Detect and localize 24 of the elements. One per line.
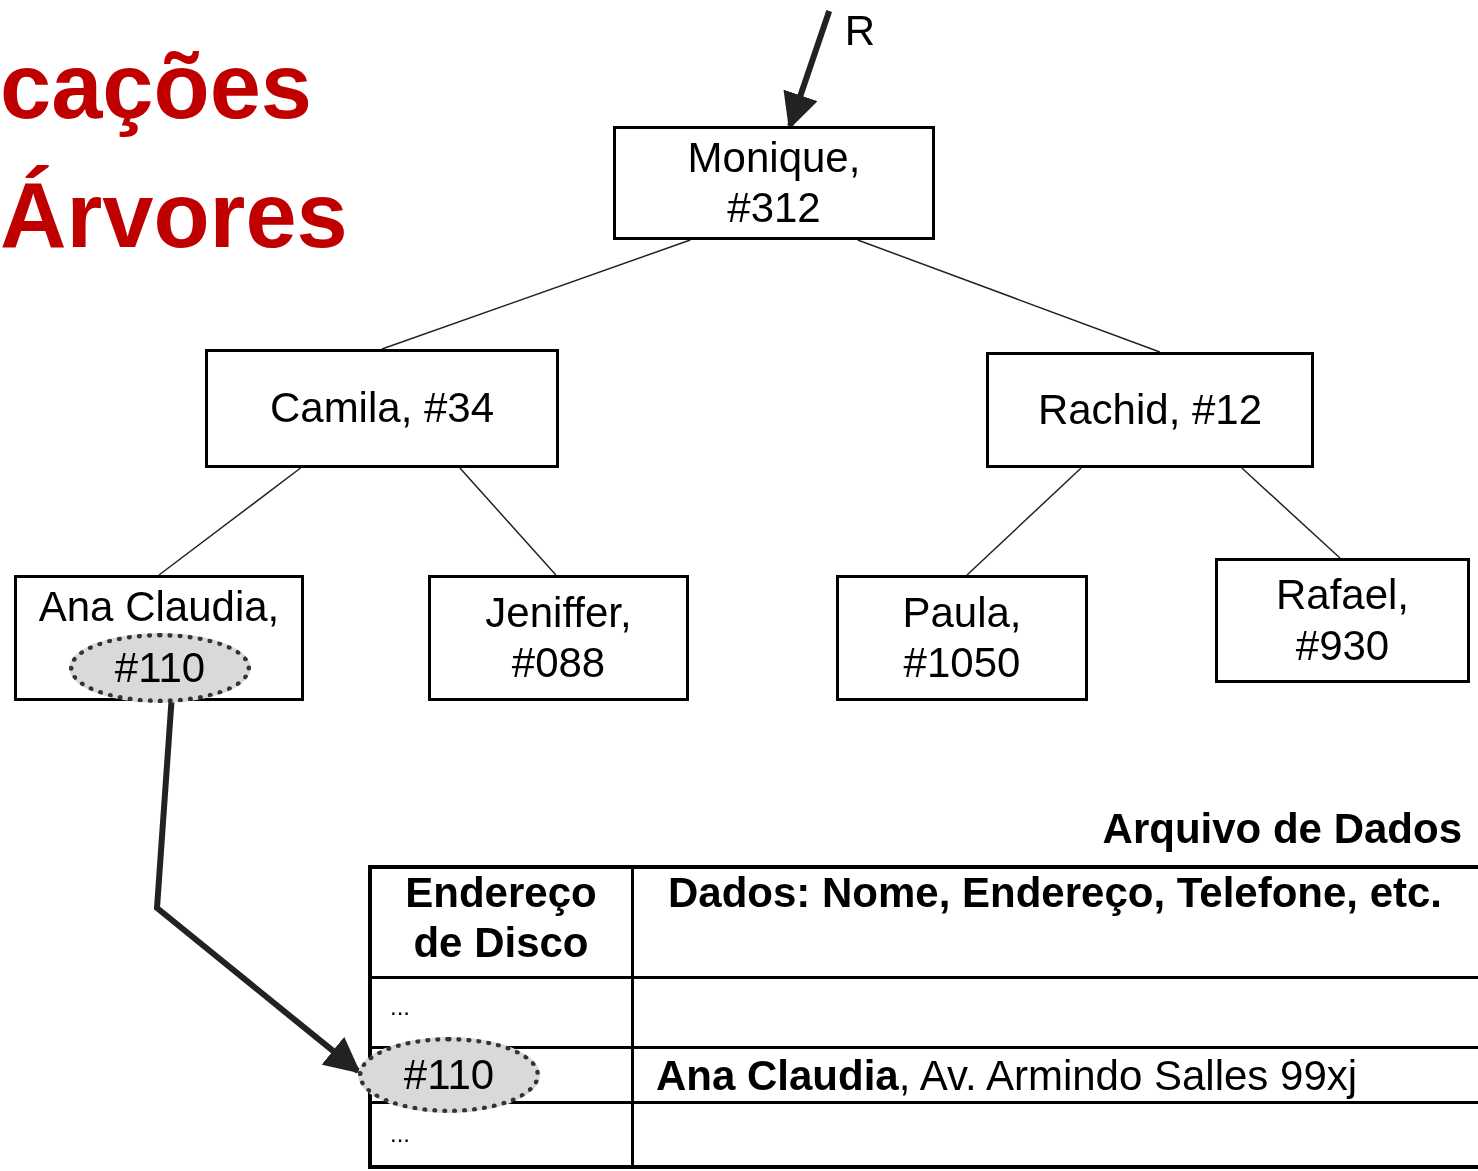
address-ellipse: #110 xyxy=(69,633,251,703)
pointer-label: R xyxy=(838,6,882,56)
table-cell-text: ... xyxy=(390,1122,410,1146)
tree-link xyxy=(158,467,302,576)
tree-link xyxy=(856,239,1161,353)
column-header: Endereço de Disco xyxy=(404,868,598,969)
tree-link xyxy=(459,467,557,576)
record-box xyxy=(14,575,304,701)
tree-link xyxy=(1241,467,1341,559)
column-header: Dados: Nome, Endereço, Telefone, etc. xyxy=(666,868,1444,918)
record-box: Monique, #312 xyxy=(613,126,935,240)
record-box: Rafael, #930 xyxy=(1215,558,1470,683)
address-ellipse: #110 xyxy=(358,1037,540,1113)
record-box: Camila, #34 xyxy=(205,349,559,468)
tree-link xyxy=(966,467,1082,576)
title: cações Árvores xyxy=(0,34,349,268)
tree-link xyxy=(381,239,692,350)
record-box: Paula, #1050 xyxy=(836,575,1088,701)
record-box: Rachid, #12 xyxy=(986,352,1314,468)
table-title: Arquivo de Dados xyxy=(1101,808,1462,850)
table-cell-text: ... xyxy=(390,995,410,1019)
record-box: Jeniffer, #088 xyxy=(428,575,689,701)
table-cell-text: Ana Claudia, Av. Armindo Salles 99xj xyxy=(656,1051,1359,1101)
node-text: Ana Claudia, xyxy=(38,582,280,632)
